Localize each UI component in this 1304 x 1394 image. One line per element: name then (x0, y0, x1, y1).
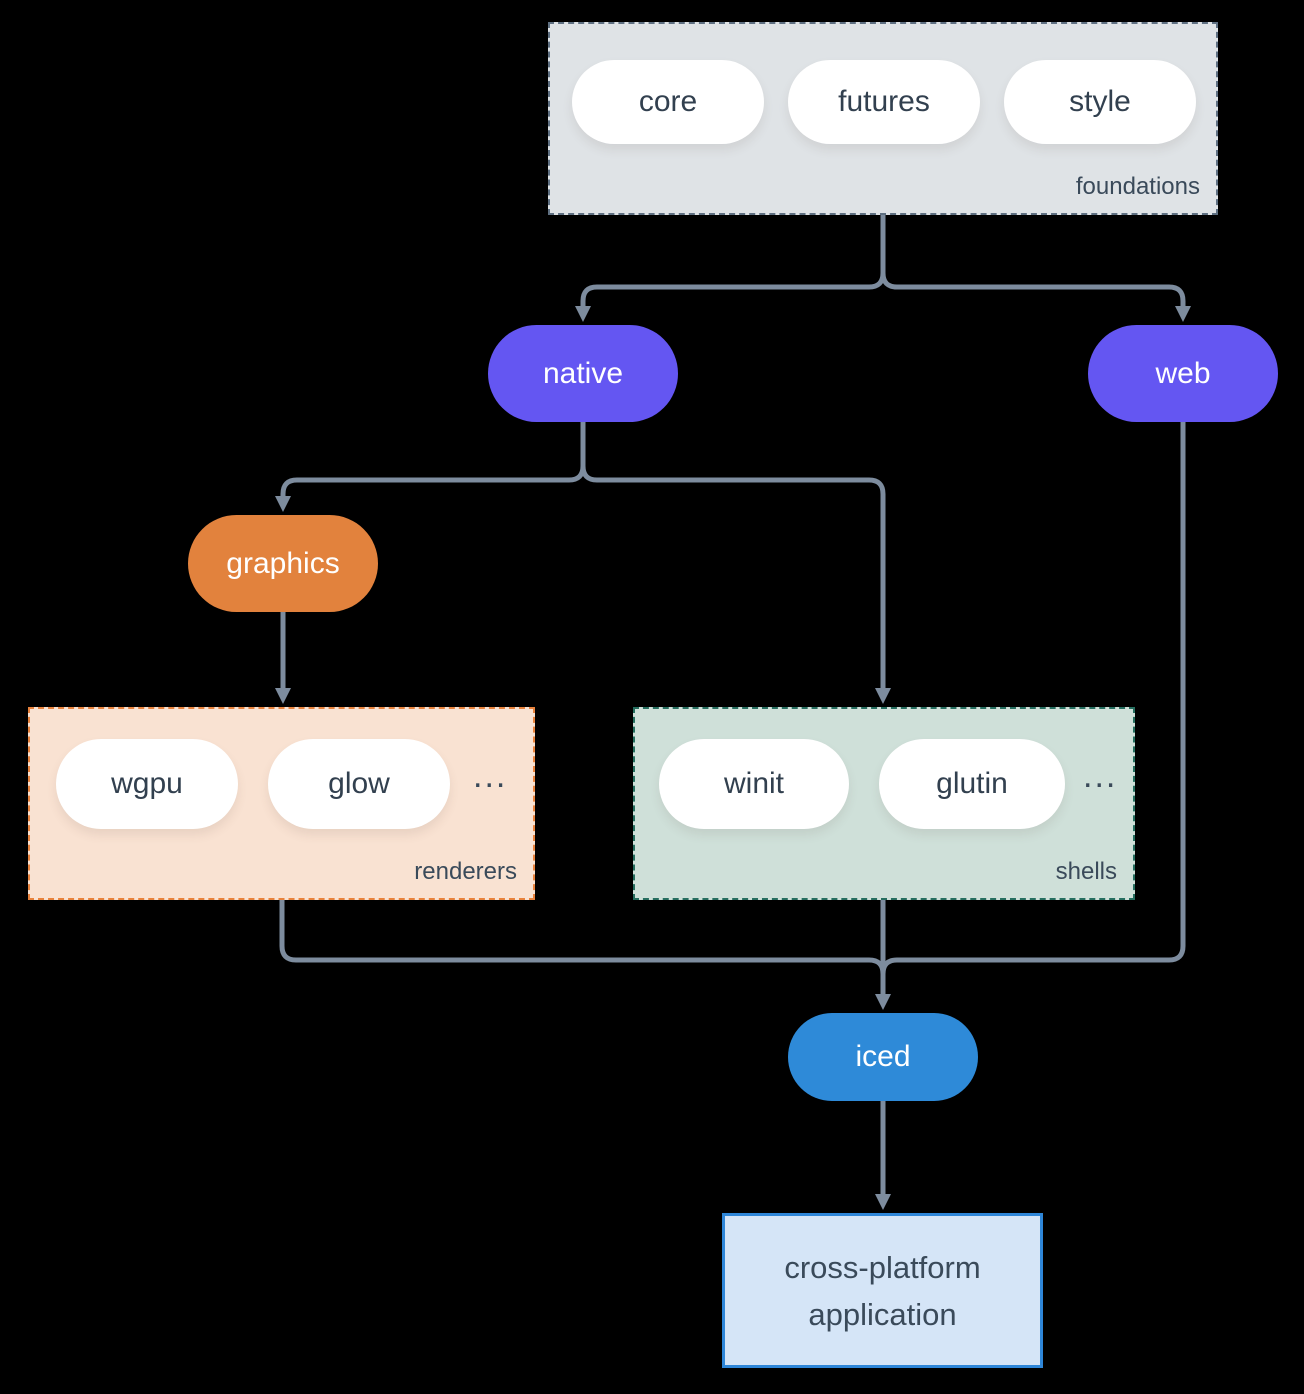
node-graphics: graphics (188, 515, 378, 612)
node-core: core (572, 60, 764, 144)
node-futures-label: futures (838, 85, 930, 118)
node-native: native (488, 325, 678, 422)
node-glow: glow (268, 739, 450, 829)
edge-native-graphics (275, 422, 586, 512)
edge-web-iced (880, 422, 1186, 990)
node-application-line1: cross-platform (784, 1249, 981, 1285)
edge-renderers-iced (279, 900, 886, 990)
node-winit-label: winit (723, 767, 784, 800)
edge-foundations-web (880, 215, 1191, 322)
edge-foundations-native (575, 215, 886, 322)
node-core-label: core (638, 85, 698, 118)
node-futures: futures (788, 60, 980, 144)
group-renderers: wgpu glow ... renderers (28, 707, 535, 900)
node-glow-label: glow (328, 767, 390, 800)
node-graphics-label: graphics (226, 546, 340, 580)
shells-ellipsis: ... (1083, 757, 1118, 795)
group-shells-label: shells (1055, 858, 1117, 885)
node-iced: iced (788, 1013, 978, 1101)
node-wgpu-label: wgpu (111, 767, 183, 800)
node-wgpu: wgpu (56, 739, 238, 829)
node-web: web (1088, 325, 1278, 422)
node-application-line2: application (808, 1296, 957, 1332)
node-application: cross-platform application (722, 1213, 1043, 1368)
node-glutin-label: glutin (936, 767, 1008, 800)
node-native-label: native (542, 356, 624, 390)
node-winit: winit (659, 739, 849, 829)
edge-native-shells (580, 422, 891, 704)
node-glutin: glutin (879, 739, 1065, 829)
group-foundations-label: foundations (1075, 173, 1200, 200)
node-web-label: web (1155, 356, 1211, 390)
group-shells: winit glutin ... shells (633, 707, 1135, 900)
node-style-label: style (1069, 85, 1131, 118)
group-renderers-label: renderers (414, 858, 517, 885)
group-foundations: core futures style foundations (548, 22, 1218, 215)
renderers-ellipsis: ... (473, 757, 508, 795)
node-style: style (1004, 60, 1196, 144)
node-iced-label: iced (855, 1040, 911, 1073)
